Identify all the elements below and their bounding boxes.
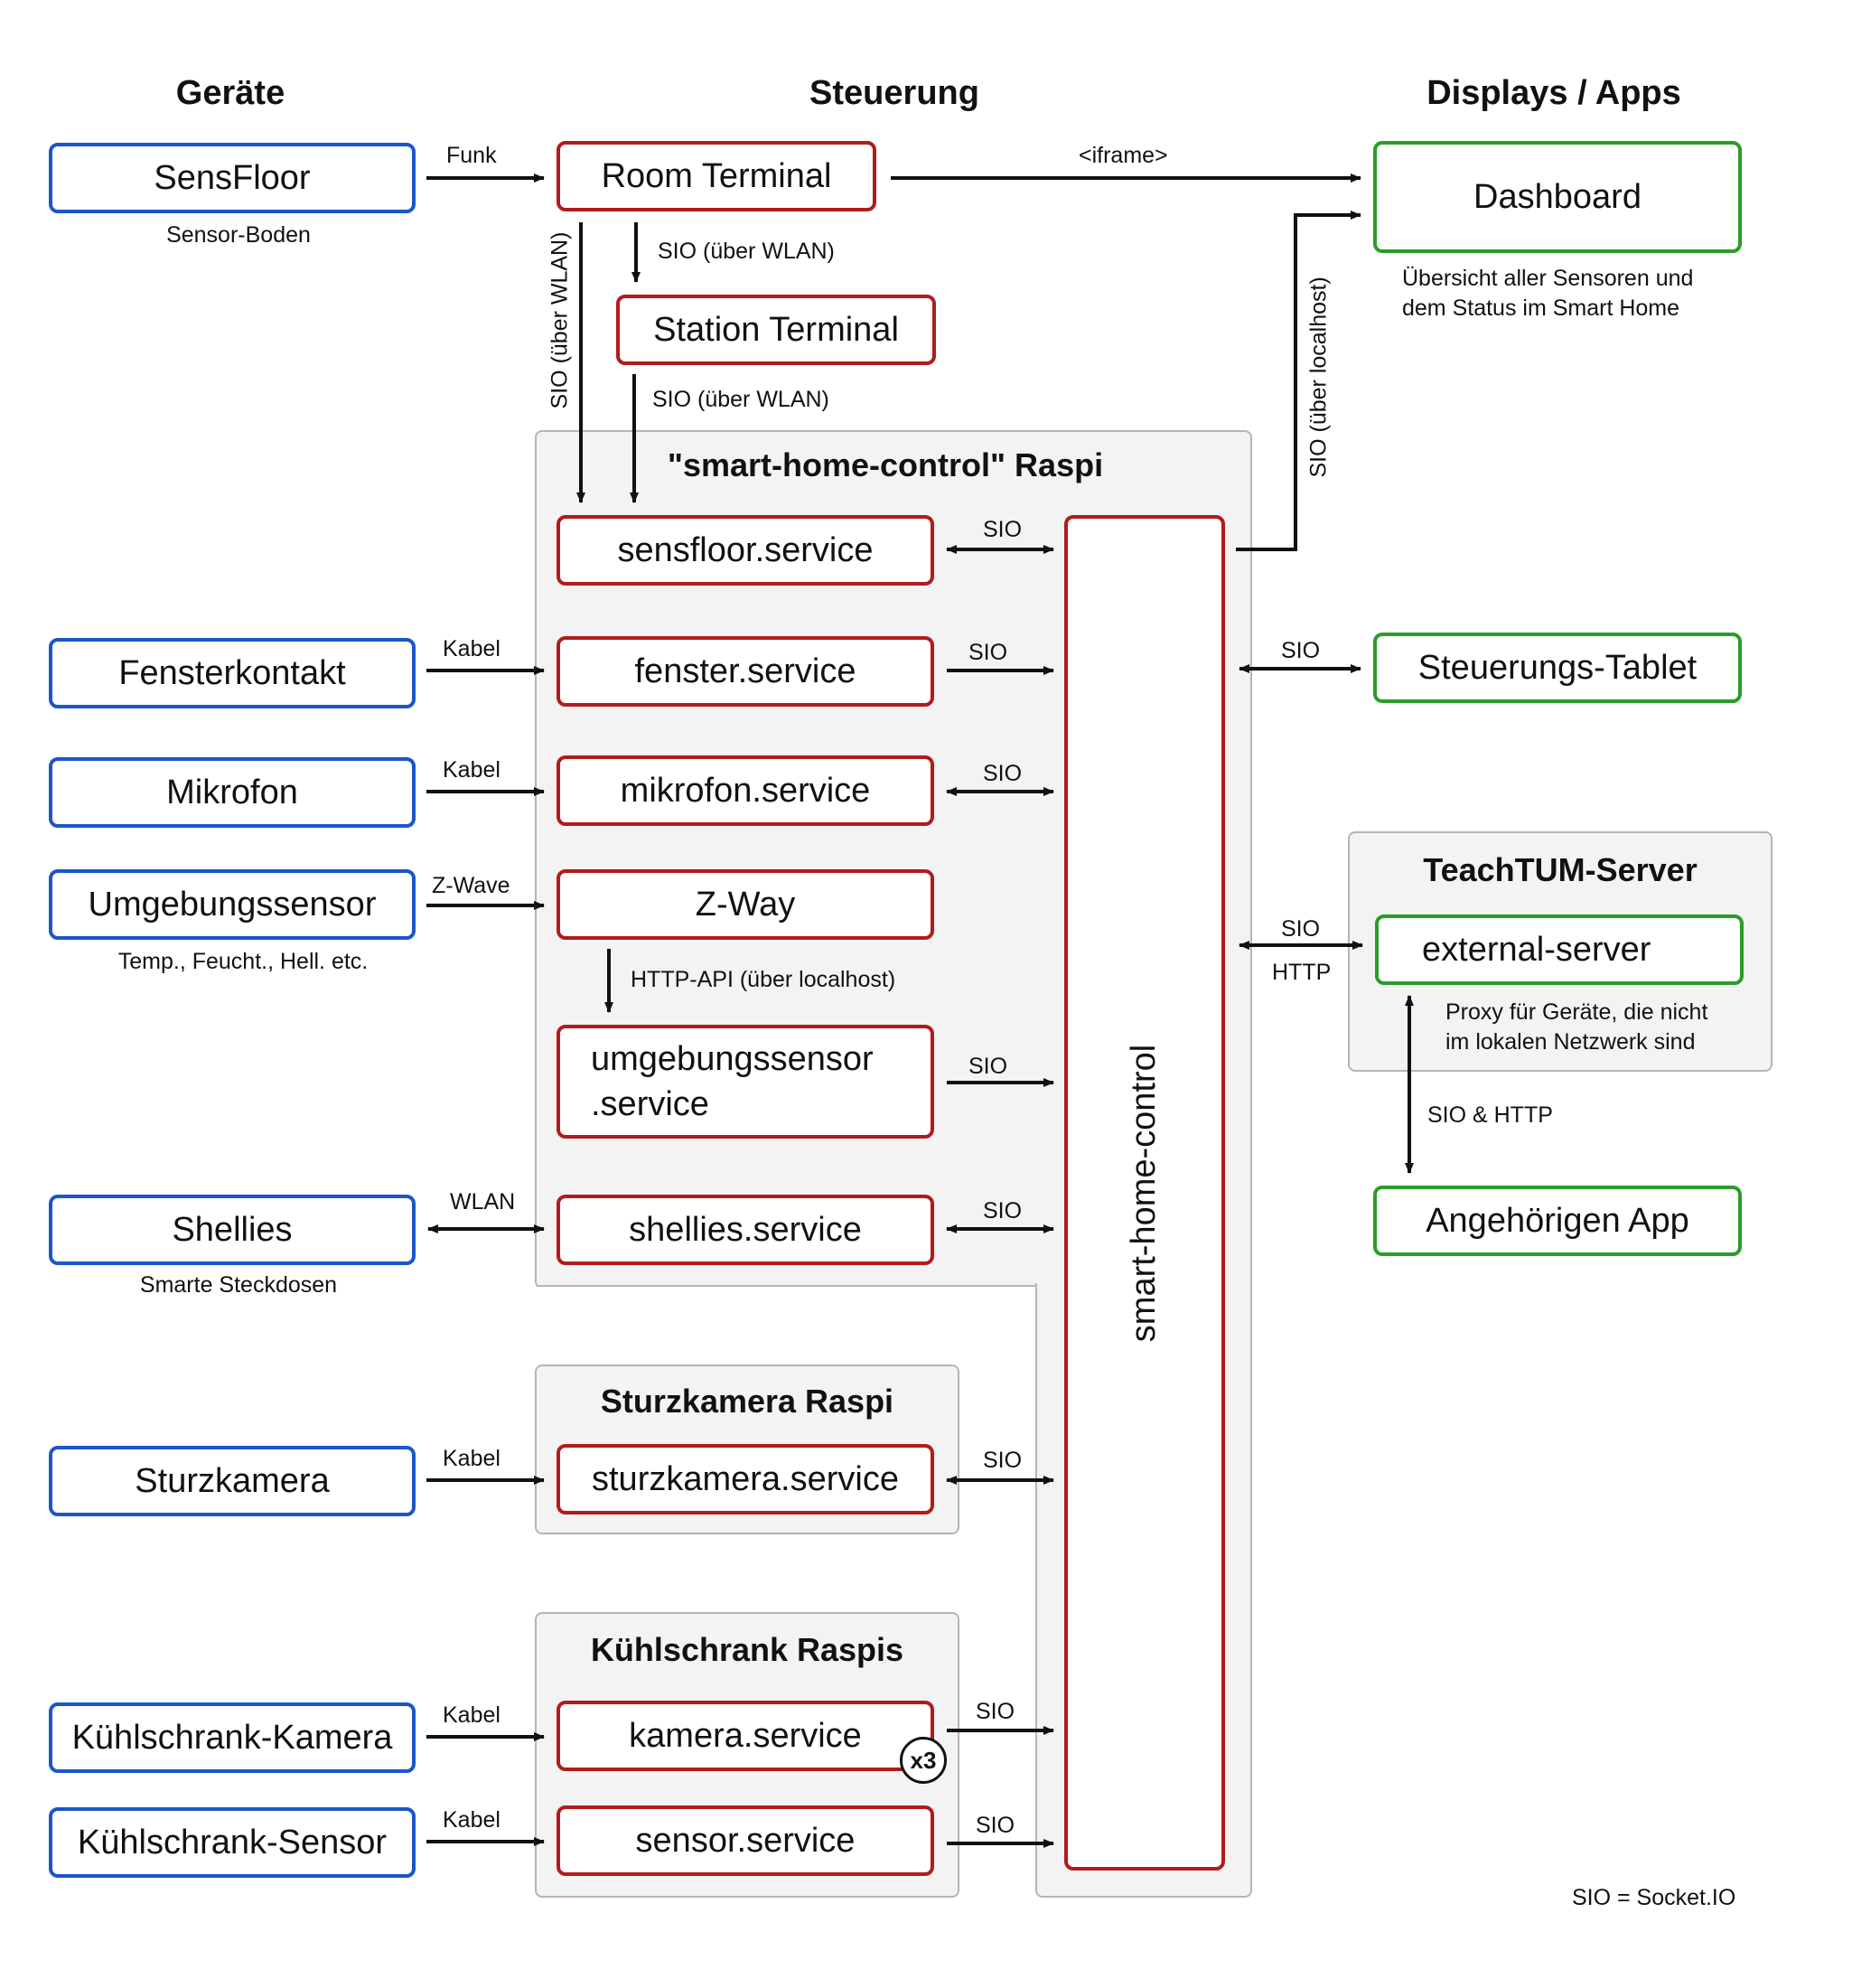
- raspi-title: "smart-home-control" Raspi: [667, 446, 1104, 483]
- smart-home-control-box: smart-home-control: [1064, 515, 1225, 1871]
- station-terminal-box: Station Terminal: [616, 295, 936, 365]
- kuehlschrank-kamera-box: Kühlschrank-Kamera: [49, 1702, 416, 1773]
- kamera-x3-badge: x3: [900, 1737, 947, 1784]
- mikrofon-box: Mikrofon: [49, 757, 416, 828]
- sensor-service-box: sensor.service: [557, 1805, 934, 1876]
- sturzkamera-box: Sturzkamera: [49, 1446, 416, 1516]
- label-sio-umgebung: SIO: [968, 1054, 1008, 1079]
- sensfloor-box: SensFloor: [49, 143, 416, 213]
- legend: SIO = Socket.IO: [1572, 1885, 1736, 1910]
- label-http-api: HTTP-API (über localhost): [631, 967, 896, 992]
- umgebungssensor-service-box: umgebungssensor .service: [557, 1025, 934, 1139]
- label-sio-wlan-vertical: SIO (über WLAN): [547, 231, 573, 409]
- label-sio-sturz: SIO: [983, 1448, 1023, 1473]
- fensterkontakt-box: Fensterkontakt: [49, 638, 416, 708]
- label-sio-fenster: SIO: [968, 640, 1008, 665]
- sensfloor-service-box: sensfloor.service: [557, 515, 934, 586]
- label-sio-sensor: SIO: [976, 1813, 1015, 1838]
- shellies-box: Shellies: [49, 1195, 416, 1265]
- zway-box: Z-Way: [557, 869, 934, 940]
- umgebungssensor-service-line1: umgebungssensor: [591, 1040, 874, 1078]
- angehoerigen-app-box: Angehörigen App: [1373, 1186, 1742, 1256]
- arrow-shc-dashboard: [1236, 211, 1361, 551]
- group-notch-vline: [1035, 1285, 1037, 1294]
- dashboard-caption: Übersicht aller Sensoren und dem Status …: [1402, 264, 1763, 324]
- sensfloor-caption: Sensor-Boden: [166, 222, 311, 248]
- label-sio-shellies: SIO: [983, 1198, 1023, 1224]
- label-kabel-fenster: Kabel: [443, 636, 500, 661]
- sturzkamera-service-box: sturzkamera.service: [557, 1444, 934, 1514]
- label-zwave: Z-Wave: [432, 873, 510, 898]
- header-steuerung: Steuerung: [809, 74, 979, 112]
- external-server-box: external-server: [1375, 914, 1744, 985]
- label-kabel-mikrofon: Kabel: [443, 757, 500, 783]
- external-server-caption: Proxy für Geräte, die nicht im lokalen N…: [1445, 998, 1771, 1057]
- teachtum-title: TeachTUM-Server: [1423, 851, 1698, 888]
- label-funk: Funk: [446, 143, 497, 168]
- umgebungssensor-caption: Temp., Feucht., Hell. etc.: [117, 949, 369, 974]
- label-sio-wlan-2: SIO (über WLAN): [652, 387, 829, 412]
- kuehl-title: Kühlschrank Raspis: [590, 1631, 904, 1668]
- dashboard-box: Dashboard: [1373, 141, 1742, 253]
- dashboard-caption-line1: Übersicht aller Sensoren und: [1402, 266, 1694, 291]
- steuerungs-tablet-box: Steuerungs-Tablet: [1373, 633, 1742, 703]
- label-sio-mikrofon: SIO: [983, 761, 1023, 786]
- label-sio-wlan-1: SIO (über WLAN): [658, 239, 835, 264]
- label-sio-sensfloor: SIO: [983, 517, 1023, 542]
- header-displays: Displays / Apps: [1426, 74, 1681, 112]
- label-kabel-sturz: Kabel: [443, 1446, 500, 1471]
- fenster-service-box: fenster.service: [557, 636, 934, 707]
- external-caption-line1: Proxy für Geräte, die nicht: [1445, 999, 1708, 1025]
- label-http-external: HTTP: [1272, 960, 1332, 985]
- label-wlan-shellies: WLAN: [450, 1189, 516, 1214]
- group-notch-line: [537, 1285, 1037, 1287]
- label-iframe: <iframe>: [1079, 143, 1168, 168]
- label-kabel-ksensor: Kabel: [443, 1807, 500, 1833]
- label-sio-external: SIO: [1281, 916, 1321, 942]
- dashboard-caption-line2: dem Status im Smart Home: [1402, 295, 1680, 321]
- umgebungssensor-service-line2: .service: [591, 1085, 709, 1123]
- room-terminal-box: Room Terminal: [557, 141, 876, 211]
- header-geraete: Geräte: [175, 74, 285, 112]
- external-caption-line2: im lokalen Netzwerk sind: [1445, 1029, 1696, 1055]
- label-sio-kamera: SIO: [976, 1699, 1015, 1724]
- label-sio-localhost-vertical: SIO (über localhost): [1305, 277, 1332, 478]
- sturz-title: Sturzkamera Raspi: [600, 1383, 894, 1420]
- group-notch-mask: [537, 1286, 1035, 1291]
- label-kabel-kkamera: Kabel: [443, 1702, 500, 1728]
- shellies-service-box: shellies.service: [557, 1195, 934, 1265]
- kamera-service-box: kamera.service: [557, 1701, 934, 1771]
- smart-home-control-label: smart-home-control: [1125, 1044, 1164, 1342]
- umgebungssensor-box: Umgebungssensor: [49, 869, 416, 940]
- shellies-caption: Smarte Steckdosen: [139, 1272, 338, 1298]
- kuehlschrank-sensor-box: Kühlschrank-Sensor: [49, 1807, 416, 1878]
- label-sio-http: SIO & HTTP: [1427, 1102, 1553, 1128]
- label-sio-tablet: SIO: [1281, 638, 1321, 663]
- mikrofon-service-box: mikrofon.service: [557, 755, 934, 826]
